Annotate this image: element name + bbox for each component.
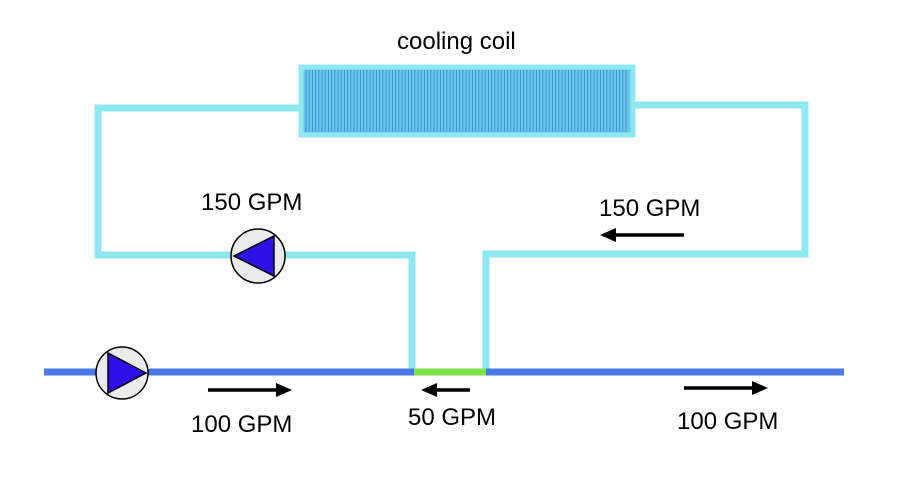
cooling-coil <box>298 64 636 138</box>
secondary-loop <box>94 101 809 372</box>
loop-flow-right-arrow-icon <box>600 228 684 242</box>
primary-flow-right-arrow-icon <box>684 381 768 395</box>
secondary-pump-icon <box>230 228 286 284</box>
cooling-coil-fins <box>305 70 627 132</box>
secondary-loop-right-pipe <box>482 101 809 372</box>
cooling-coil-label: cooling coil <box>397 28 516 55</box>
bypass-flow-label: 50 GPM <box>408 404 497 431</box>
loop-flow-left-label: 150 GPM <box>201 189 303 216</box>
primary-flow-right-label: 100 GPM <box>677 408 779 435</box>
flow-arrows <box>208 228 768 397</box>
bypass-flow-arrow-icon <box>421 383 470 397</box>
primary-pump-icon <box>95 346 149 400</box>
primary-flow-left-label: 100 GPM <box>191 411 293 438</box>
secondary-loop-left-pipe <box>94 104 416 372</box>
primary-flow-left-arrow-icon <box>208 383 292 397</box>
loop-flow-right-label: 150 GPM <box>599 195 701 222</box>
